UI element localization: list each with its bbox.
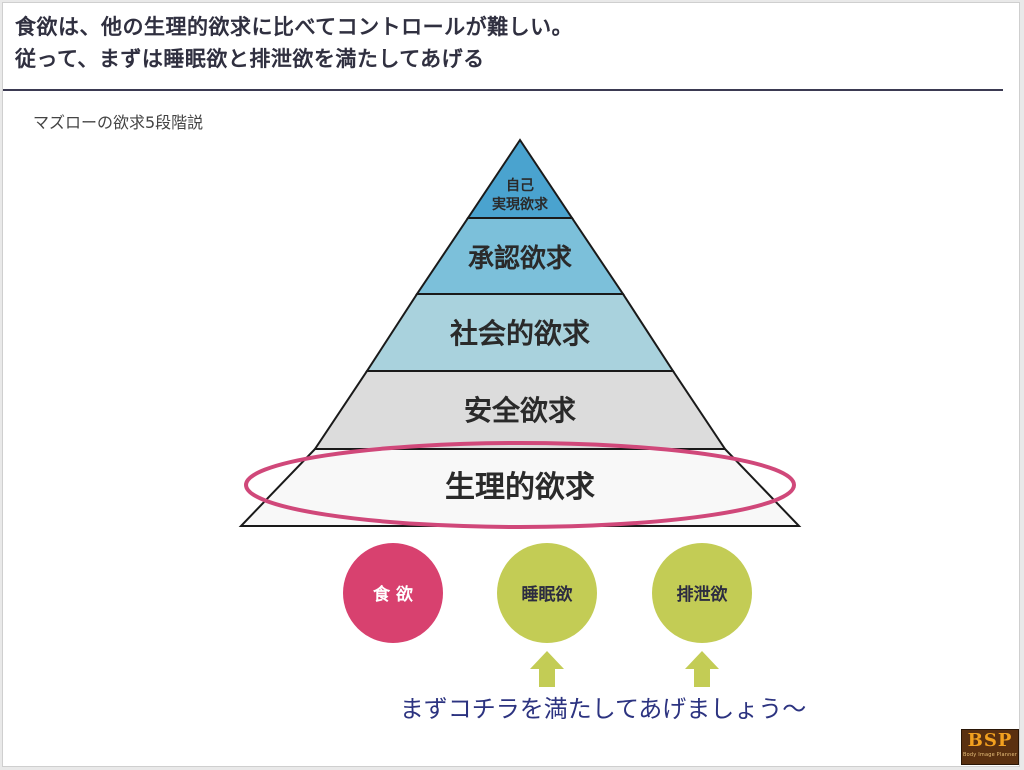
up-arrow-icon: [685, 651, 719, 687]
circle-sleep-label: 睡眠欲: [522, 584, 573, 605]
slide-title: 食欲は、他の生理的欲求に比べてコントロールが難しい。 従って、まずは睡眠欲と排泄…: [15, 11, 995, 75]
logo-mark: BSP: [967, 730, 1013, 751]
highlight-ellipse: [244, 441, 796, 529]
title-line-1: 食欲は、他の生理的欲求に比べてコントロールが難しい。: [15, 15, 574, 39]
up-arrow-icon: [530, 651, 564, 687]
title-divider: [3, 89, 1003, 91]
circle-excretion-label: 排泄欲: [677, 584, 728, 605]
label-self-actualization-2: 実現欲求: [492, 196, 549, 213]
label-social: 社会的欲求: [450, 317, 590, 350]
call-to-action-text: まずコチラを満たしてあげましょう〜: [399, 695, 807, 723]
circle-appetite-label: 食 欲: [373, 584, 413, 605]
title-line-2: 従って、まずは睡眠欲と排泄欲を満たしてあげる: [15, 47, 485, 71]
bsp-logo: BSP Body Image Planner: [961, 729, 1019, 765]
label-physiological: 生理的欲求: [445, 470, 595, 505]
diagram-caption: マズローの欲求5段階説: [33, 113, 204, 132]
circle-excretion: [652, 543, 752, 643]
label-safety: 安全欲求: [464, 394, 576, 427]
maslow-diagram: 自己 実現欲求 承認欲求 社会的欲求 安全欲求 生理的欲求 食 欲 睡眠欲 排泄…: [238, 138, 802, 687]
circle-sleep: [497, 543, 597, 643]
circle-appetite: [343, 543, 443, 643]
label-self-actualization-1: 自己: [506, 177, 534, 194]
label-esteem: 承認欲求: [468, 243, 572, 274]
logo-subtext: Body Image Planner: [963, 752, 1017, 758]
